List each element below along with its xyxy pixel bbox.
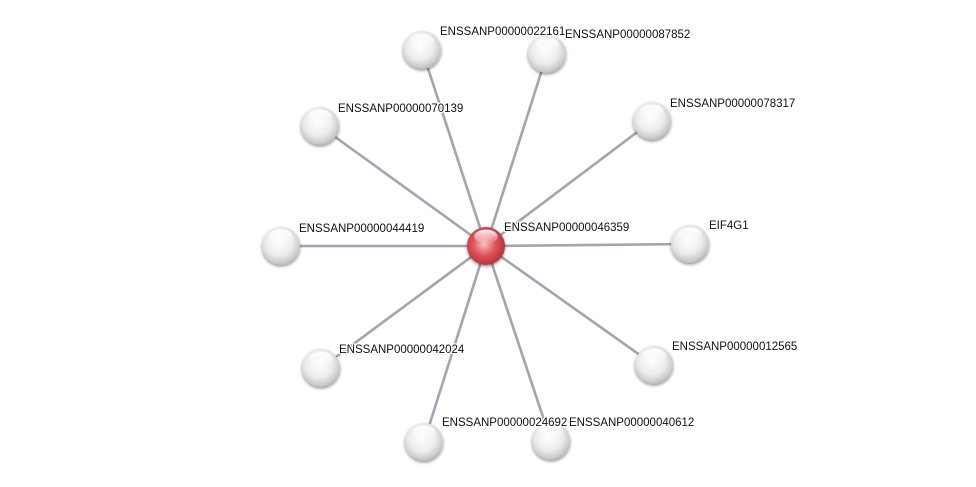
node-highlight — [269, 229, 293, 244]
node-label-eif4g1: EIF4G1 — [709, 220, 749, 232]
node-eif4g1[interactable] — [671, 225, 709, 263]
edges-layer — [279, 48, 692, 444]
node-enssanp00000024692[interactable] — [405, 423, 443, 461]
edge-eif4g1[interactable] — [484, 242, 692, 248]
node-enssanp00000040612[interactable] — [532, 422, 570, 460]
edge-enssanp00000078317[interactable] — [484, 119, 654, 248]
edge-enssanp00000012565[interactable] — [484, 244, 656, 367]
node-label-enssanp00000078317: ENSSANP00000078317 — [670, 98, 795, 110]
node-enssanp00000044419[interactable] — [262, 227, 300, 265]
node-enssanp00000022161[interactable] — [403, 31, 441, 69]
nodes-layer — [262, 31, 709, 461]
node-label-enssanp00000012565: ENSSANP00000012565 — [672, 341, 797, 353]
edge-enssanp00000040612[interactable] — [484, 244, 553, 443]
node-label-enssanp00000044419: ENSSANP00000044419 — [299, 223, 424, 235]
node-highlight — [535, 37, 559, 52]
edge-enssanp00000087852[interactable] — [484, 52, 549, 248]
node-label-enssanp00000087852: ENSSANP00000087852 — [565, 29, 690, 41]
node-enssanp00000042024[interactable] — [302, 349, 340, 387]
node-highlight — [642, 348, 666, 363]
node-highlight — [308, 109, 332, 124]
node-enssanp00000070139[interactable] — [301, 107, 339, 145]
node-highlight — [678, 227, 702, 242]
node-highlight — [539, 424, 563, 439]
node-label-enssanp00000040612: ENSSANP00000040612 — [569, 417, 694, 429]
node-enssanp00000087852[interactable] — [528, 35, 566, 73]
node-highlight — [412, 425, 436, 440]
node-enssanp00000012565[interactable] — [635, 346, 673, 384]
edge-enssanp00000070139[interactable] — [318, 124, 488, 248]
node-highlight — [309, 351, 333, 366]
edge-enssanp00000022161[interactable] — [420, 48, 488, 248]
node-highlight — [410, 33, 434, 48]
node-label-enssanp00000022161: ENSSANP00000022161 — [440, 26, 565, 38]
edge-enssanp00000024692[interactable] — [422, 244, 488, 444]
node-enssanp00000078317[interactable] — [633, 102, 671, 140]
node-label-enssanp00000070139: ENSSANP00000070139 — [338, 103, 463, 115]
node-label-enssanp00000042024: ENSSANP00000042024 — [339, 344, 465, 356]
node-highlight — [474, 229, 498, 244]
node-label-center-enssanp00000046359: ENSSANP00000046359 — [504, 222, 629, 234]
node-highlight — [640, 104, 664, 119]
node-label-enssanp00000024692: ENSSANP00000024692 — [442, 417, 567, 429]
node-center-enssanp00000046359[interactable] — [467, 227, 505, 265]
edge-enssanp00000042024[interactable] — [319, 244, 488, 370]
